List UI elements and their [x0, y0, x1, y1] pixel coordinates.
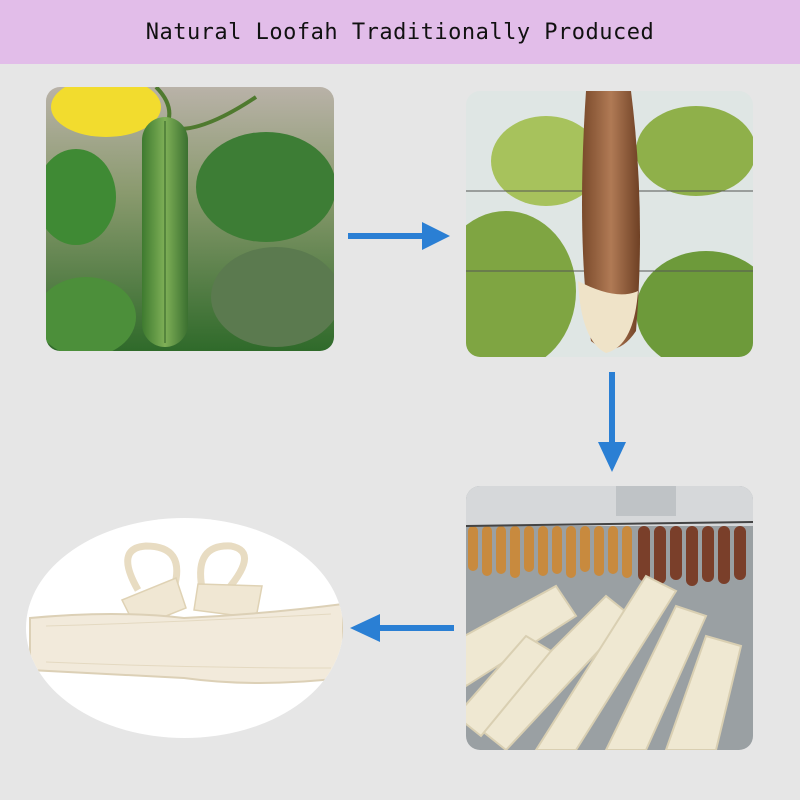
young-loofah-photo [46, 87, 334, 351]
header-banner: Natural Loofah Traditionally Produced [0, 0, 800, 64]
arrow-left-icon [350, 614, 454, 642]
arrow-down-icon [598, 372, 626, 472]
peeled-loofahs-photo [466, 486, 753, 750]
dried-loofah-photo [466, 91, 753, 357]
page-title: Natural Loofah Traditionally Produced [145, 19, 655, 45]
arrow-right-icon [348, 222, 450, 250]
loofah-back-strap-product [26, 518, 343, 738]
